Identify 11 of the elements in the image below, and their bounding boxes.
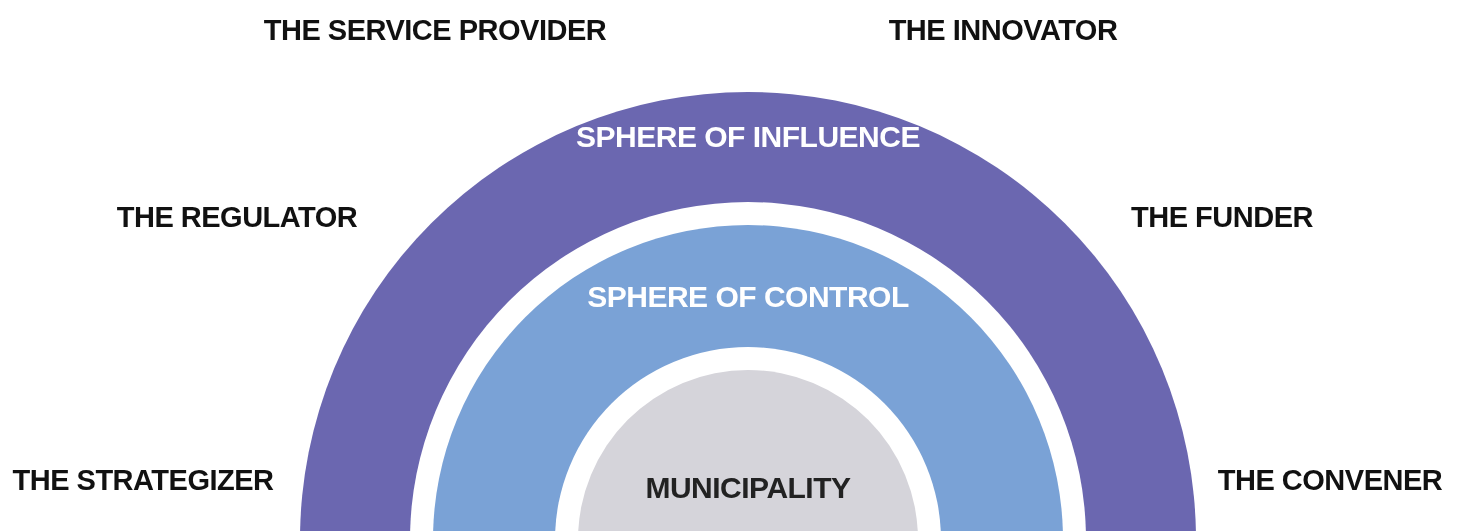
- middle-semicircle: [410, 202, 1086, 531]
- sphere-title: MUNICIPALITY: [644, 471, 852, 505]
- role-label: THE FUNDER: [1131, 200, 1313, 234]
- inner-semicircle: [555, 347, 941, 531]
- role-label: THE INNOVATOR: [888, 13, 1118, 47]
- sphere-title: SPHERE OF CONTROL: [586, 280, 910, 314]
- sphere-title: SPHERE OF INFLUENCE: [575, 120, 921, 154]
- role-label: THE CONVENER: [1217, 463, 1443, 497]
- role-label: THE REGULATOR: [116, 200, 358, 234]
- role-label: THE STRATEGIZER: [12, 463, 274, 497]
- role-label: THE SERVICE PROVIDER: [263, 13, 607, 47]
